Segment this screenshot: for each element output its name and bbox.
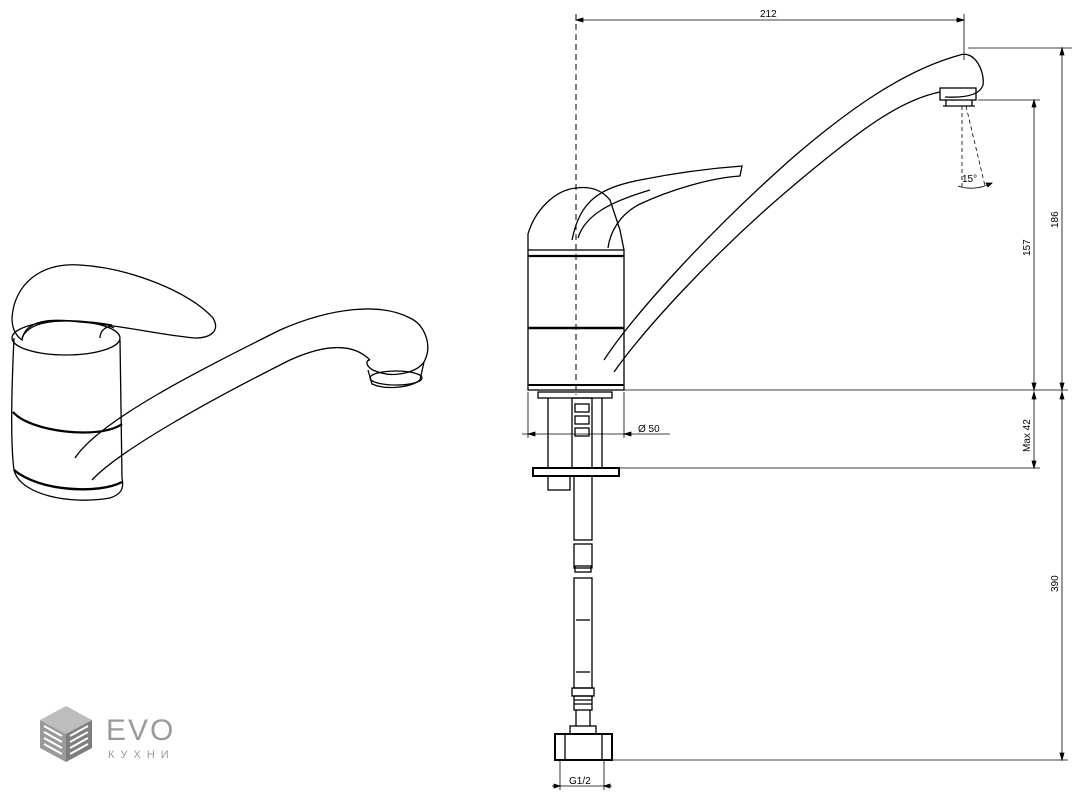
dim-total-height: 186 xyxy=(1050,211,1061,228)
dim-hose-length: 390 xyxy=(1050,575,1061,592)
dim-spout-reach: 212 xyxy=(760,9,777,20)
dim-spout-angle: 15° xyxy=(962,174,977,185)
dim-aerator-height: 157 xyxy=(1022,239,1033,256)
side-lever xyxy=(571,165,743,249)
perspective-body-top xyxy=(11,320,121,356)
evo-logo: EVO КУХНИ xyxy=(40,706,175,762)
dimension-labels: 212 186 157 15° Ø 50 Max 42 390 G1/2 xyxy=(569,9,1061,787)
perspective-body-band-top xyxy=(12,411,123,434)
dimension-lines xyxy=(522,14,1072,790)
side-spout-lower xyxy=(613,91,941,373)
dim-thread: G1/2 xyxy=(569,776,591,787)
faucet-side-view xyxy=(527,14,984,761)
perspective-spout-bottom xyxy=(91,346,371,481)
side-fitting xyxy=(554,733,613,761)
logo-subtitle: КУХНИ xyxy=(108,749,175,761)
side-mount-washer xyxy=(532,467,620,477)
side-spout-upper xyxy=(603,54,961,361)
side-hose-ferrule xyxy=(571,687,595,697)
dim-max-countertop: Max 42 xyxy=(1022,419,1033,452)
side-pipe-1 xyxy=(573,475,593,541)
dim-base-diameter: Ø 50 xyxy=(638,424,660,435)
side-spout-tip xyxy=(944,53,984,98)
perspective-lever xyxy=(11,264,217,342)
perspective-lever-inner xyxy=(21,320,113,339)
side-pipe-2 xyxy=(573,543,593,569)
perspective-spout-top xyxy=(74,308,411,459)
side-cap xyxy=(527,186,625,251)
cube-logo-icon xyxy=(40,706,92,762)
perspective-body xyxy=(11,337,124,501)
side-base-plate xyxy=(537,391,613,399)
side-aerator xyxy=(939,87,977,101)
side-body xyxy=(527,249,625,391)
logo-word: EVO xyxy=(106,714,175,747)
faucet-perspective-view xyxy=(11,264,429,501)
perspective-body-band-bottom xyxy=(13,469,123,491)
perspective-spout-end xyxy=(366,317,429,375)
side-nut xyxy=(547,475,571,491)
